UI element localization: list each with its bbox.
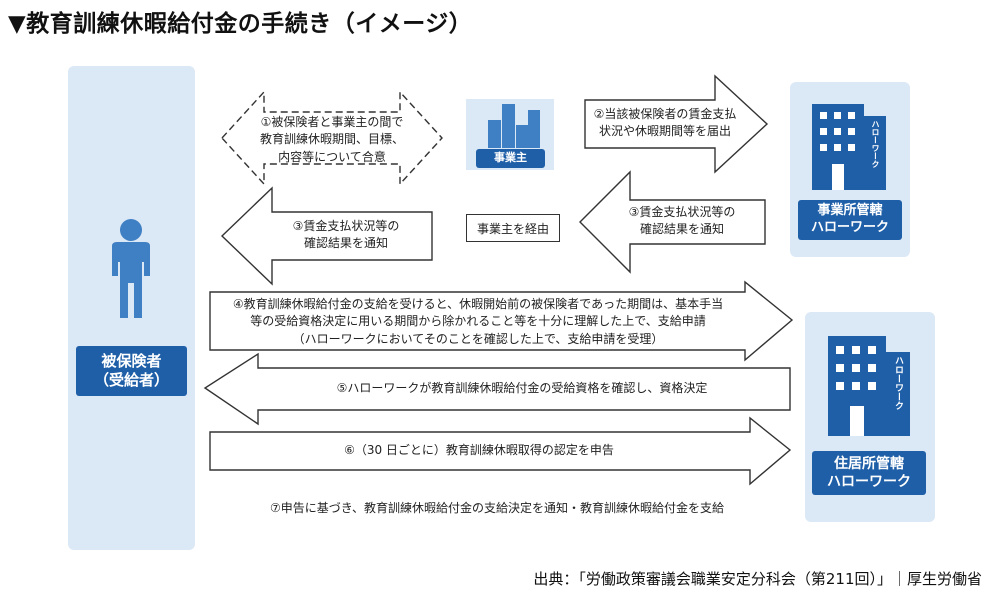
insured-label-line2: （受給者） bbox=[93, 371, 169, 389]
step2-text: ②当該被保険者の賃金支払 状況や休暇期間等を届出 bbox=[590, 106, 740, 141]
insured-label-line1: 被保険者 bbox=[101, 351, 162, 370]
step3b-text: ③賃金支払状況等の 確認結果を通知 bbox=[612, 204, 752, 239]
step3-arrow-right bbox=[579, 170, 766, 274]
step5-text: ⑤ハローワークが教育訓練休暇給付金の受給資格を確認し、資格決定 bbox=[336, 381, 708, 395]
hw-residence-building-icon bbox=[828, 336, 910, 436]
hw-residence-label-line1: 住居所管轄 bbox=[834, 455, 904, 472]
insured-label: 被保険者 （受給者） bbox=[76, 346, 187, 396]
step3a-line2: 確認結果を通知 bbox=[303, 236, 388, 251]
hw-office-label: 事業所管轄 ハローワーク bbox=[798, 200, 902, 240]
step1-line2: 教育訓練休暇期間、目標、 bbox=[259, 132, 404, 147]
step1-text: ①被保険者と事業主の間で 教育訓練休暇期間、目標、 内容等について合意 bbox=[252, 114, 412, 166]
source-citation: 出典：「労働政策審議会職業安定分科会（第211回）」｜厚生労働省 bbox=[533, 570, 982, 588]
step3a-line1: ③賃金支払状況等の bbox=[292, 219, 400, 233]
via-employer-box: 事業主を経由 bbox=[466, 214, 560, 242]
step1-line1: ①被保険者と事業主の間で bbox=[260, 115, 404, 129]
hw-residence-label: 住居所管轄 ハローワーク bbox=[812, 451, 926, 495]
step4-arrow bbox=[209, 280, 794, 362]
step3a-text: ③賃金支払状況等の 確認結果を通知 bbox=[276, 218, 416, 253]
step6-arrow bbox=[209, 416, 792, 486]
step2-line1: ②当該被保険者の賃金支払 bbox=[593, 107, 737, 121]
step2-line2: 状況や休暇期間等を届出 bbox=[598, 124, 731, 139]
hw-office-sign: ハローワーク bbox=[871, 120, 880, 168]
step4-line1: ④教育訓練休暇給付金の支給を受けると、休暇開始前の被保険者であった期間は、基本手… bbox=[232, 297, 724, 311]
hw-residence-label-line2: ハローワーク bbox=[827, 474, 911, 490]
employer-label: 事業主 bbox=[476, 149, 545, 168]
step4-line2: 等の受給資格決定に用いる期間から除かれること等を十分に理解した上で、支給申請 bbox=[250, 314, 706, 329]
step6-text: ⑥（30 日ごとに）教育訓練休暇取得の認定を申告 bbox=[344, 443, 614, 457]
step5-arrow bbox=[203, 352, 791, 426]
step3b-line1: ③賃金支払状況等の bbox=[628, 205, 736, 219]
hw-office-label-line2: ハローワーク bbox=[810, 220, 889, 235]
step4-line3: （ハローワークにおいてそのことを確認した上で、支給申請を受理） bbox=[292, 331, 664, 346]
insured-panel bbox=[68, 66, 195, 550]
step3b-line2: 確認結果を通知 bbox=[639, 222, 724, 237]
step1-line3: 内容等について合意 bbox=[278, 149, 386, 164]
step2-arrow bbox=[584, 74, 769, 174]
hw-office-building-icon bbox=[812, 104, 886, 190]
step7-text: ⑦申告に基づき、教育訓練休暇給付金の支給決定を通知・教育訓練休暇給付金を支給 bbox=[270, 501, 724, 515]
step1-arrow bbox=[221, 90, 443, 186]
hw-office-label-line1: 事業所管轄 bbox=[817, 203, 883, 219]
page-title: ▼教育訓練休暇給付金の手続き（イメージ） bbox=[8, 11, 473, 37]
hw-residence-sign: ハローワーク bbox=[893, 356, 903, 410]
person-icon bbox=[112, 219, 150, 318]
step4-text: ④教育訓練休暇給付金の支給を受けると、休暇開始前の被保険者であった期間は、基本手… bbox=[213, 296, 743, 348]
step3-arrow-left bbox=[220, 186, 433, 286]
